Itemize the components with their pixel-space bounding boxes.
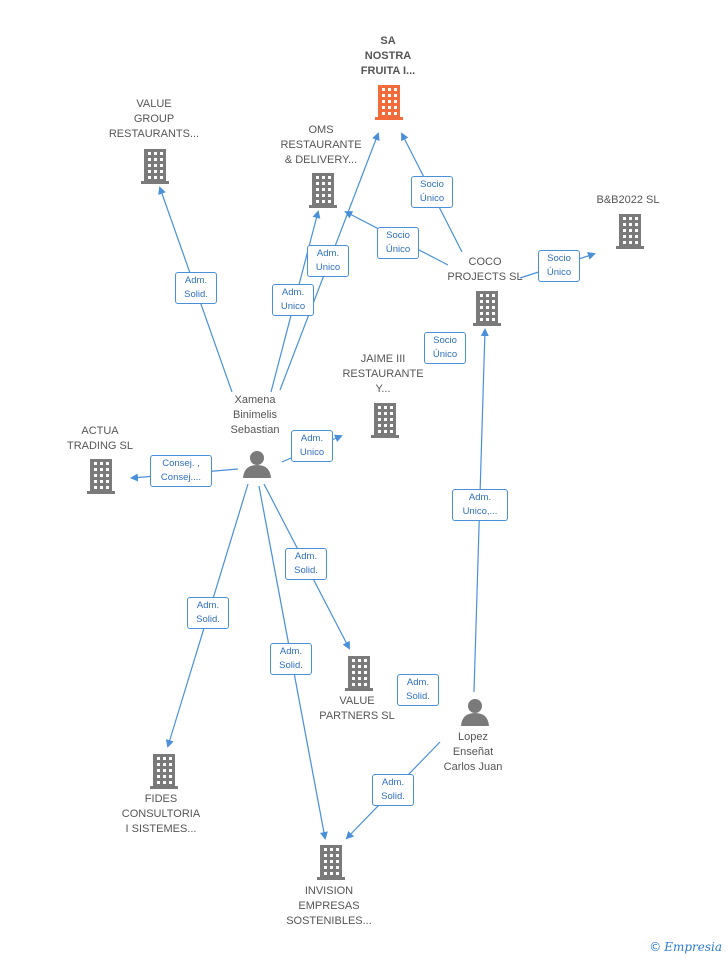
node-label-oms[interactable]: OMS RESTAURANTE & DELIVERY... — [280, 124, 362, 166]
node-label-coco[interactable]: COCO PROJECTS SL — [447, 256, 523, 283]
edge-label-xamena-actua[interactable]: Consej. , Consej.... — [150, 455, 212, 487]
node-label-sa-nostra[interactable]: SA NOSTRA FRUITA I... — [360, 35, 416, 77]
node-label-invision[interactable]: INVISION EMPRESAS SOSTENIBLES... — [286, 885, 372, 927]
node-label-jaime[interactable]: JAIME III RESTAURANTE Y... — [342, 353, 424, 395]
edge-label-coco-jaime[interactable]: Socio Único — [424, 332, 466, 364]
building-icon-value-partners[interactable] — [345, 656, 373, 691]
edge-label-lopez-invision[interactable]: Adm. Solid. — [372, 774, 414, 806]
node-label-value-group[interactable]: VALUE GROUP RESTAURANTS... — [108, 98, 200, 140]
node-label-xamena[interactable]: Xamena Binimelis Sebastian — [230, 394, 280, 436]
edge-label-coco-oms[interactable]: Socio Único — [377, 227, 419, 259]
copyright-icon: © — [649, 940, 662, 954]
edge-label-xamena-oms[interactable]: Adm. Unico — [272, 284, 314, 316]
edge-label-lopez-value-partners[interactable]: Adm. Solid. — [397, 674, 439, 706]
edge-label-xamena-sa-nostra[interactable]: Adm. Unico — [307, 245, 349, 277]
building-icon-oms[interactable] — [309, 173, 337, 208]
edge-label-lopez-coco[interactable]: Adm. Unico,... — [452, 489, 508, 521]
edge-label-xamena-value-group[interactable]: Adm. Solid. — [175, 272, 217, 304]
building-icon-fides[interactable] — [150, 754, 178, 789]
building-icon-jaime[interactable] — [371, 403, 399, 438]
building-icon-value-group[interactable] — [141, 149, 169, 184]
edge-label-xamena-value-partners[interactable]: Adm. Solid. — [285, 548, 327, 580]
building-icon-bb2022[interactable] — [616, 214, 644, 249]
edge-label-coco-sa-nostra[interactable]: Socio Único — [411, 176, 453, 208]
node-label-actua[interactable]: ACTUA TRADING SL — [66, 425, 133, 452]
brand-footer[interactable]: ©Empresia — [649, 940, 722, 954]
building-icon-invision[interactable] — [317, 845, 345, 880]
node-label-bb2022[interactable]: B&B2022 SL — [596, 194, 660, 206]
building-icon-sa-nostra[interactable] — [375, 85, 403, 120]
icons-layer — [87, 85, 644, 880]
edge-label-coco-bb2022[interactable]: Socio Único — [538, 250, 580, 282]
node-label-value-partners[interactable]: VALUE PARTNERS SL — [319, 695, 395, 722]
brand-name: Empresia — [664, 940, 722, 954]
edge-label-xamena-invision[interactable]: Adm. Solid. — [270, 643, 312, 675]
building-icon-coco[interactable] — [473, 291, 501, 326]
edge-label-xamena-fides[interactable]: Adm. Solid. — [187, 597, 229, 629]
node-label-fides[interactable]: FIDES CONSULTORIA I SISTEMES... — [121, 793, 201, 835]
edge-label-xamena-jaime[interactable]: Adm. Unico — [291, 430, 333, 462]
person-icon-xamena[interactable] — [243, 451, 271, 478]
person-icon-lopez[interactable] — [461, 699, 489, 726]
node-label-lopez[interactable]: Lopez Enseñat Carlos Juan — [443, 731, 503, 773]
building-icon-actua[interactable] — [87, 459, 115, 494]
